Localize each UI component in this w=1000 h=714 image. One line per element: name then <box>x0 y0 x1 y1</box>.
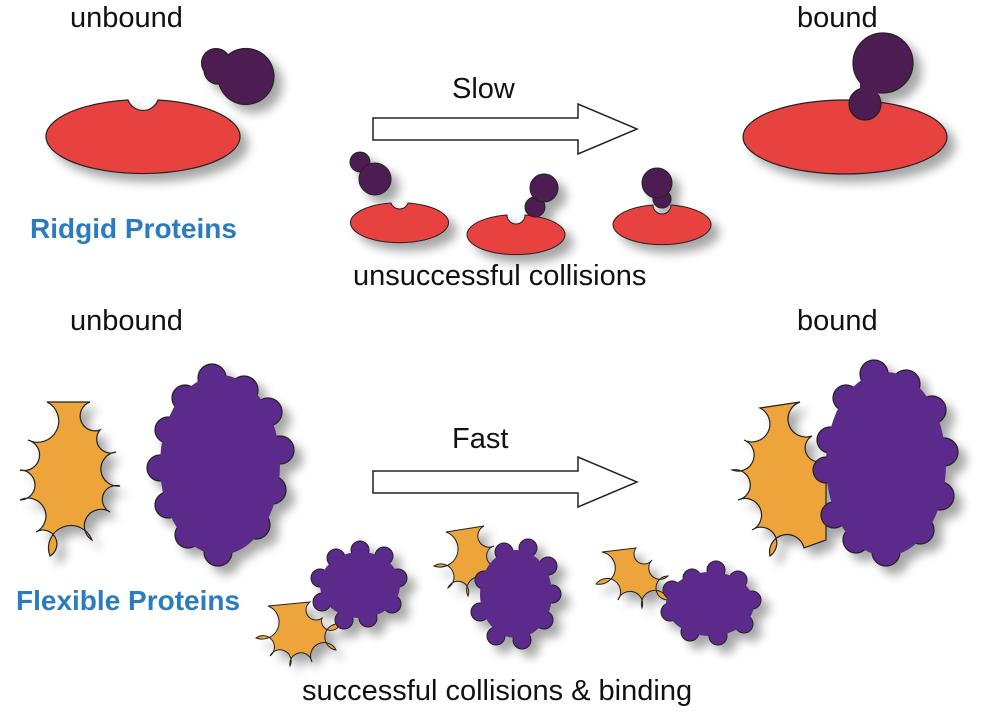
rigid-proteins-title: Ridgid Proteins <box>30 213 237 244</box>
rigid-unbound-label: unbound <box>70 2 183 34</box>
flexible-proteins-title: Flexible Proteins <box>16 585 241 616</box>
fast-arrow-label: Fast <box>452 423 509 455</box>
rigid-unbound-ligand <box>200 47 275 106</box>
rigid-bound-complex <box>742 32 948 175</box>
successful-collisions-caption: successful collisions & binding <box>302 675 693 707</box>
flexible-bound-label: bound <box>797 305 878 337</box>
flexible-unbound-orange <box>19 401 121 557</box>
flexible-bound-complex <box>729 359 959 567</box>
collision-2 <box>466 173 566 256</box>
rigid-unbound-receptor <box>45 99 241 175</box>
slow-arrow-label: Slow <box>452 73 515 105</box>
collision-1 <box>349 151 449 244</box>
binding-pair-1 <box>254 540 408 668</box>
flexible-unbound-purple <box>146 363 295 567</box>
slow-arrow <box>372 102 639 156</box>
binding-pair-2 <box>432 525 562 650</box>
binding-pair-3 <box>595 547 762 646</box>
fast-arrow <box>372 455 639 509</box>
flexible-unbound-label: unbound <box>70 305 183 337</box>
collision-3 <box>612 167 712 246</box>
rigid-bound-label: bound <box>797 2 878 34</box>
unsuccessful-collisions-caption: unsuccessful collisions <box>353 260 647 292</box>
